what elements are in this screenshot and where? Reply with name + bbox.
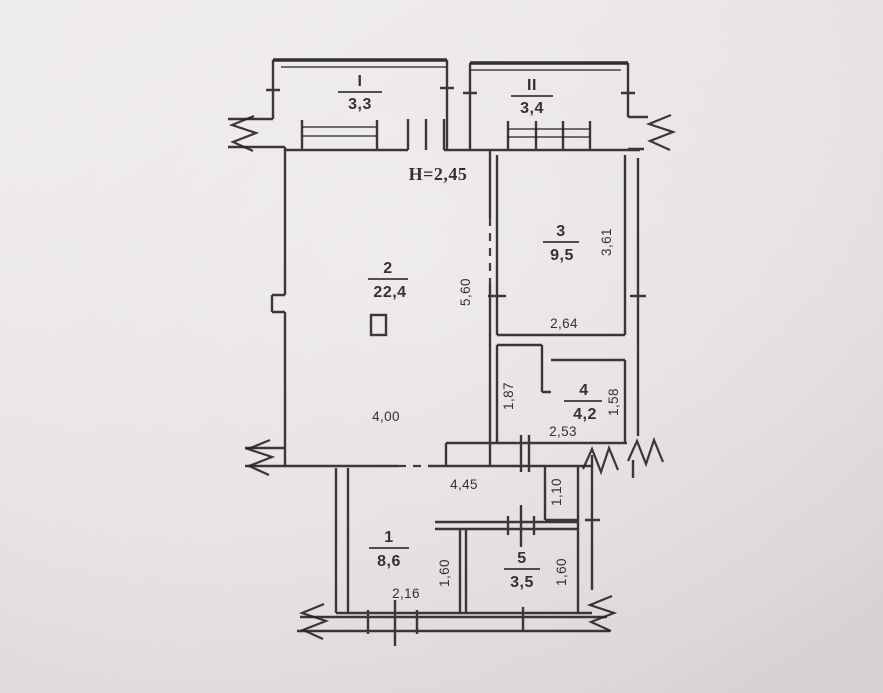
room-area: 3,4 — [520, 100, 544, 117]
room-label-balcony-I: I 3,3 — [338, 73, 382, 113]
window-lines — [302, 126, 590, 138]
room-number: 3 — [556, 223, 565, 240]
room-label-3: 3 9,5 — [543, 223, 579, 264]
room-label-balcony-II: II 3,4 — [511, 77, 553, 117]
room-number: 5 — [517, 550, 526, 567]
room-label-1: 1 8,6 — [369, 529, 409, 570]
dim-1-87: 1,87 — [501, 382, 516, 410]
room-area: 3,3 — [348, 96, 372, 113]
walls — [228, 60, 648, 646]
dim-2-16: 2,16 — [392, 586, 420, 601]
dim-1-60-left: 1,60 — [437, 559, 452, 587]
room-label-2: 2 22,4 — [368, 260, 408, 301]
room-area: 4,2 — [573, 406, 597, 423]
room-number: 4 — [579, 382, 588, 399]
dim-4-00: 4,00 — [372, 409, 400, 424]
room-labels: I 3,3 II 3,4 2 22,4 3 9,5 4 4,2 1 8,6 — [338, 73, 602, 591]
room-number: 2 — [383, 260, 392, 277]
room-number: I — [358, 73, 363, 90]
dim-4-45: 4,45 — [450, 477, 478, 492]
ceiling-height-note: H=2,45 — [409, 164, 468, 184]
room-area: 3,5 — [510, 574, 534, 591]
dim-3-61: 3,61 — [599, 228, 614, 256]
dimension-labels: 4,00 5,60 2,64 3,61 1,87 1,58 2,53 4,45 … — [372, 228, 621, 601]
dim-2-64: 2,64 — [550, 316, 578, 331]
dim-2-53: 2,53 — [549, 424, 577, 439]
room-area: 9,5 — [550, 247, 574, 264]
dashed-openings — [398, 218, 492, 468]
dim-1-60-right: 1,60 — [554, 558, 569, 586]
room-label-5: 5 3,5 — [504, 550, 540, 591]
room-area: 8,6 — [377, 553, 401, 570]
room-area: 22,4 — [373, 284, 406, 301]
dim-5-60: 5,60 — [458, 278, 473, 306]
balcony-railings — [273, 58, 628, 71]
room-number: II — [527, 77, 537, 94]
dim-1-58: 1,58 — [606, 388, 621, 416]
dim-1-10: 1,10 — [549, 478, 564, 506]
room-number: 1 — [384, 529, 393, 546]
room-label-4: 4 4,2 — [564, 382, 602, 423]
duct-column — [369, 313, 388, 337]
